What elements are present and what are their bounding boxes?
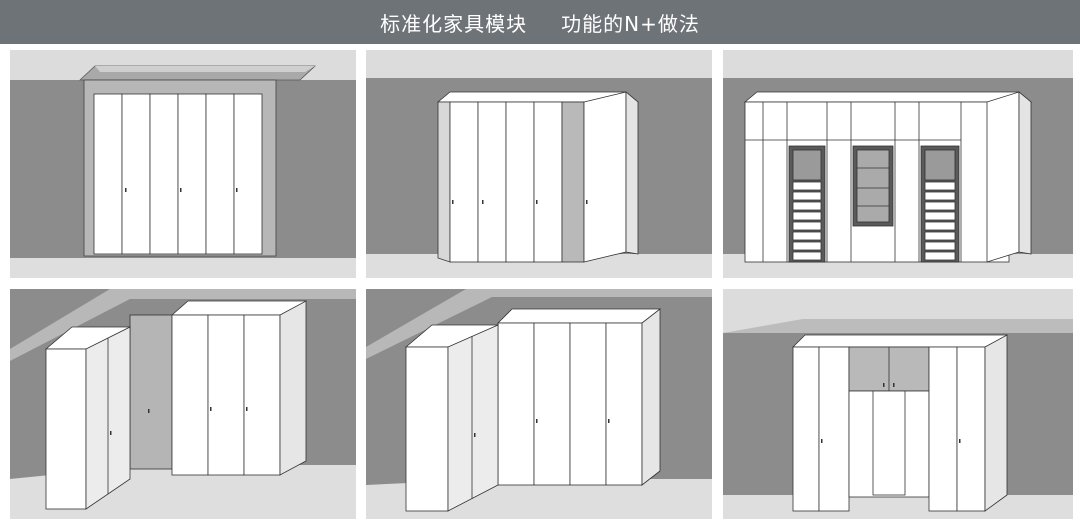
panel-angled-end-wardrobe	[366, 50, 712, 278]
panel-recessed-wardrobe	[10, 50, 356, 278]
header-title-left: 标准化家具模块	[380, 11, 528, 36]
header-title-right: 功能的N+做法	[561, 11, 700, 36]
panel-pass-through-wardrobe	[723, 289, 1073, 519]
panel-l-corner-wardrobe	[10, 289, 356, 519]
panel-l-wardrobe-variant	[366, 289, 712, 519]
pass-through-wardrobe-illustration	[723, 289, 1073, 519]
page-header: 标准化家具模块 功能的N+做法	[0, 0, 1080, 44]
drawer-shelf-wardrobe-illustration	[723, 50, 1073, 278]
l-wardrobe-variant-illustration	[366, 289, 712, 519]
recessed-wardrobe-illustration	[10, 50, 356, 278]
angled-end-wardrobe-illustration	[366, 50, 712, 278]
panel-drawer-shelf-wardrobe	[723, 50, 1073, 278]
l-corner-wardrobe-illustration	[10, 289, 356, 519]
